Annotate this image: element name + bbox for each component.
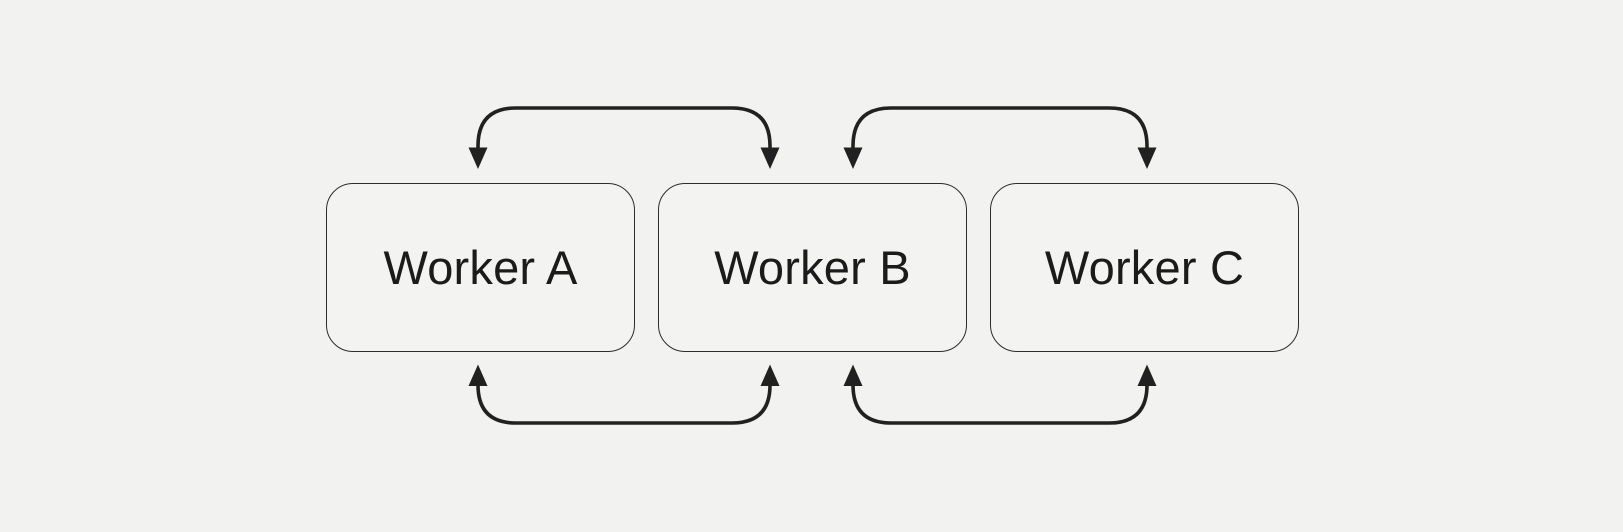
node-worker-c: Worker C [990, 183, 1299, 352]
node-worker-a: Worker A [326, 183, 635, 352]
node-worker-b-label: Worker B [714, 241, 911, 294]
arrow-top-worker-a-worker-b [468, 106, 780, 169]
node-worker-b: Worker B [658, 183, 967, 352]
arrow-bottom-worker-b-worker-c [843, 364, 1157, 425]
node-worker-c-label: Worker C [1044, 241, 1245, 294]
node-worker-a-label: Worker A [383, 241, 578, 294]
arrow-top-worker-b-worker-c [843, 106, 1157, 169]
arrow-bottom-worker-a-worker-b [468, 364, 780, 425]
